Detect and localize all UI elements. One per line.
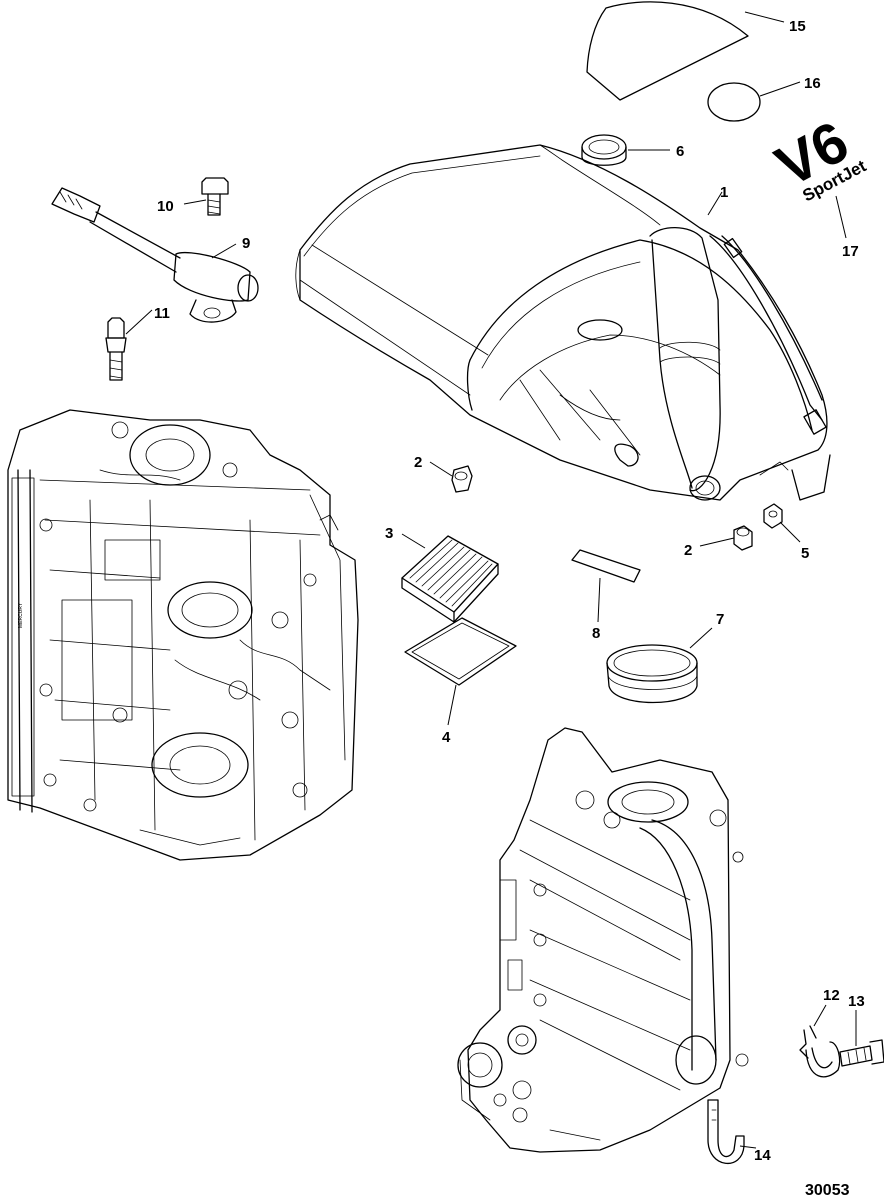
callout-4: 4 [442, 729, 451, 746]
part-7-seal-ring [606, 644, 698, 704]
callout-8: 8 [592, 625, 600, 642]
part-15-decal [586, 1, 749, 101]
part-17-logo-decal: V6 SportJet [766, 109, 870, 206]
callout-11: 11 [154, 305, 170, 322]
engine-label: MERCURY [18, 602, 24, 628]
part-9-sensor [51, 187, 259, 323]
part-8-strip [571, 549, 641, 583]
part-10-screw [201, 177, 229, 216]
part-14-bracket [707, 1099, 745, 1164]
part-11-stud [105, 317, 127, 381]
intake-manifold-illustration [457, 727, 749, 1153]
part-5-washer [763, 503, 783, 529]
part-2-nut-upper [451, 465, 473, 493]
callout-3: 3 [385, 525, 393, 542]
part-3-filter-element [401, 535, 499, 623]
callout-12: 12 [823, 987, 840, 1004]
callout-14: 14 [754, 1147, 771, 1164]
part-4-gasket [404, 617, 517, 686]
engine-block-illustration: MERCURY [7, 409, 359, 861]
callout-15: 15 [789, 18, 806, 35]
drawing-number: 30053 [805, 1182, 850, 1199]
part-13-bolt [805, 1039, 884, 1078]
callout-6: 6 [676, 143, 684, 160]
callout-17: 17 [842, 243, 859, 260]
part-1-air-silencer-cover [295, 144, 831, 501]
part-6-plug [581, 134, 627, 166]
part-2-nut-lower [733, 525, 753, 551]
callout-2-lower: 2 [684, 542, 692, 559]
part-16-round-decal [707, 82, 761, 122]
callout-16: 16 [804, 75, 821, 92]
callout-13: 13 [848, 993, 865, 1010]
leader-lines [125, 11, 857, 1149]
callout-2-upper: 2 [414, 454, 422, 471]
callout-1: 1 [720, 184, 728, 201]
callout-7: 7 [716, 611, 724, 628]
part-12-clip [799, 1025, 817, 1059]
callout-9: 9 [242, 235, 250, 252]
callout-labels: 1 2 2 3 4 5 6 7 8 9 10 11 12 13 14 15 16… [154, 18, 865, 1164]
callout-5: 5 [801, 545, 809, 562]
callout-10: 10 [157, 198, 174, 215]
